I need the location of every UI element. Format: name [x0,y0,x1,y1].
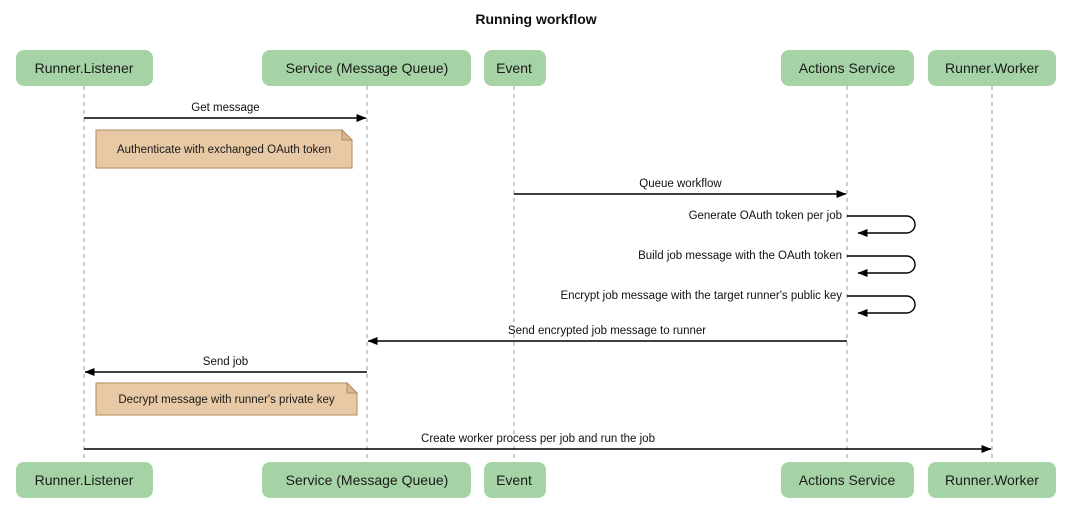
actors-bottom-layer: Runner.Listener Service (Message Queue) Ev… [16,462,1056,498]
actor-actions-service-top[interactable]: Actions Service [781,50,914,86]
actor-box-shape [262,462,471,498]
actor-runner-worker-bottom[interactable]: Runner.Worker [928,462,1056,498]
actor-actions-service-bottom[interactable]: Actions Service [781,462,914,498]
actor-label: Runner.Worker [945,60,1039,76]
note-fold-corner-icon [346,381,359,394]
lifelines-layer [83,86,993,462]
actor-label: Event [496,60,532,76]
self-loop-path [847,215,916,237]
message-label: Send encrypted job message to runner [508,325,706,337]
actor-box-shape [484,50,546,86]
message-label: Create worker process per job and run th… [421,433,655,445]
self-loop-path [847,295,916,317]
note-label: Decrypt message with runner's private ke… [118,394,335,406]
message-label: Get message [191,102,259,114]
actor-service-message-queue-top[interactable]: Service (Message Queue) [262,50,471,86]
actor-service-message-queue-bottom[interactable]: Service (Message Queue) [262,462,471,498]
self-loop-path [847,255,916,277]
page-title: Running workflow [475,11,596,27]
actor-event-top[interactable]: Event [484,50,546,86]
actor-box-shape [928,462,1056,498]
note-authenticate-note: Authenticate with exchanged OAuth token [95,128,354,169]
message-label: Queue workflow [639,178,722,190]
message-encrypt-job-message[interactable]: Encrypt job message with the target runn… [560,290,916,317]
actor-box-shape [781,462,914,498]
message-queue-workflow[interactable]: Queue workflow [514,178,847,198]
notes-layer: Authenticate with exchanged OAuth tokenD… [95,128,359,416]
actor-label: Actions Service [799,472,896,488]
actor-box-shape [16,50,153,86]
message-send-encrypted-job-message[interactable]: Send encrypted job message to runner [367,325,847,345]
note-decrypt-note: Decrypt message with runner's private ke… [95,381,359,416]
actor-label: Runner.Listener [35,60,134,76]
note-body [95,129,353,169]
actors-top-layer: Runner.Listener Service (Message Queue) Ev… [16,50,1056,86]
message-label: Send job [203,356,248,368]
note-body [95,382,358,416]
actor-box-shape [262,50,471,86]
message-send-job[interactable]: Send job [84,356,367,376]
message-generate-oauth-token-per-job[interactable]: Generate OAuth token per job [689,210,916,237]
actor-event-bottom[interactable]: Event [484,462,546,498]
actor-label: Service (Message Queue) [286,60,449,76]
message-build-job-message[interactable]: Build job message with the OAuth token [638,250,916,277]
actor-runner-listener-top[interactable]: Runner.Listener [16,50,153,86]
actor-box-shape [781,50,914,86]
message-label: Generate OAuth token per job [689,210,842,222]
actor-box-shape [16,462,153,498]
note-label: Authenticate with exchanged OAuth token [117,144,331,156]
actor-label: Event [496,472,532,488]
actor-label: Actions Service [799,60,896,76]
actor-label: Runner.Worker [945,472,1039,488]
message-get-message[interactable]: Get message [84,102,367,122]
actor-runner-worker-top[interactable]: Runner.Worker [928,50,1056,86]
actor-runner-listener-bottom[interactable]: Runner.Listener [16,462,153,498]
message-label: Encrypt job message with the target runn… [560,290,842,302]
actor-label: Runner.Listener [35,472,134,488]
message-create-worker-process[interactable]: Create worker process per job and run th… [84,433,992,453]
actor-box-shape [928,50,1056,86]
message-label: Build job message with the OAuth token [638,250,842,262]
actor-label: Service (Message Queue) [286,472,449,488]
note-fold-corner-icon [341,128,354,141]
actor-box-shape [484,462,546,498]
